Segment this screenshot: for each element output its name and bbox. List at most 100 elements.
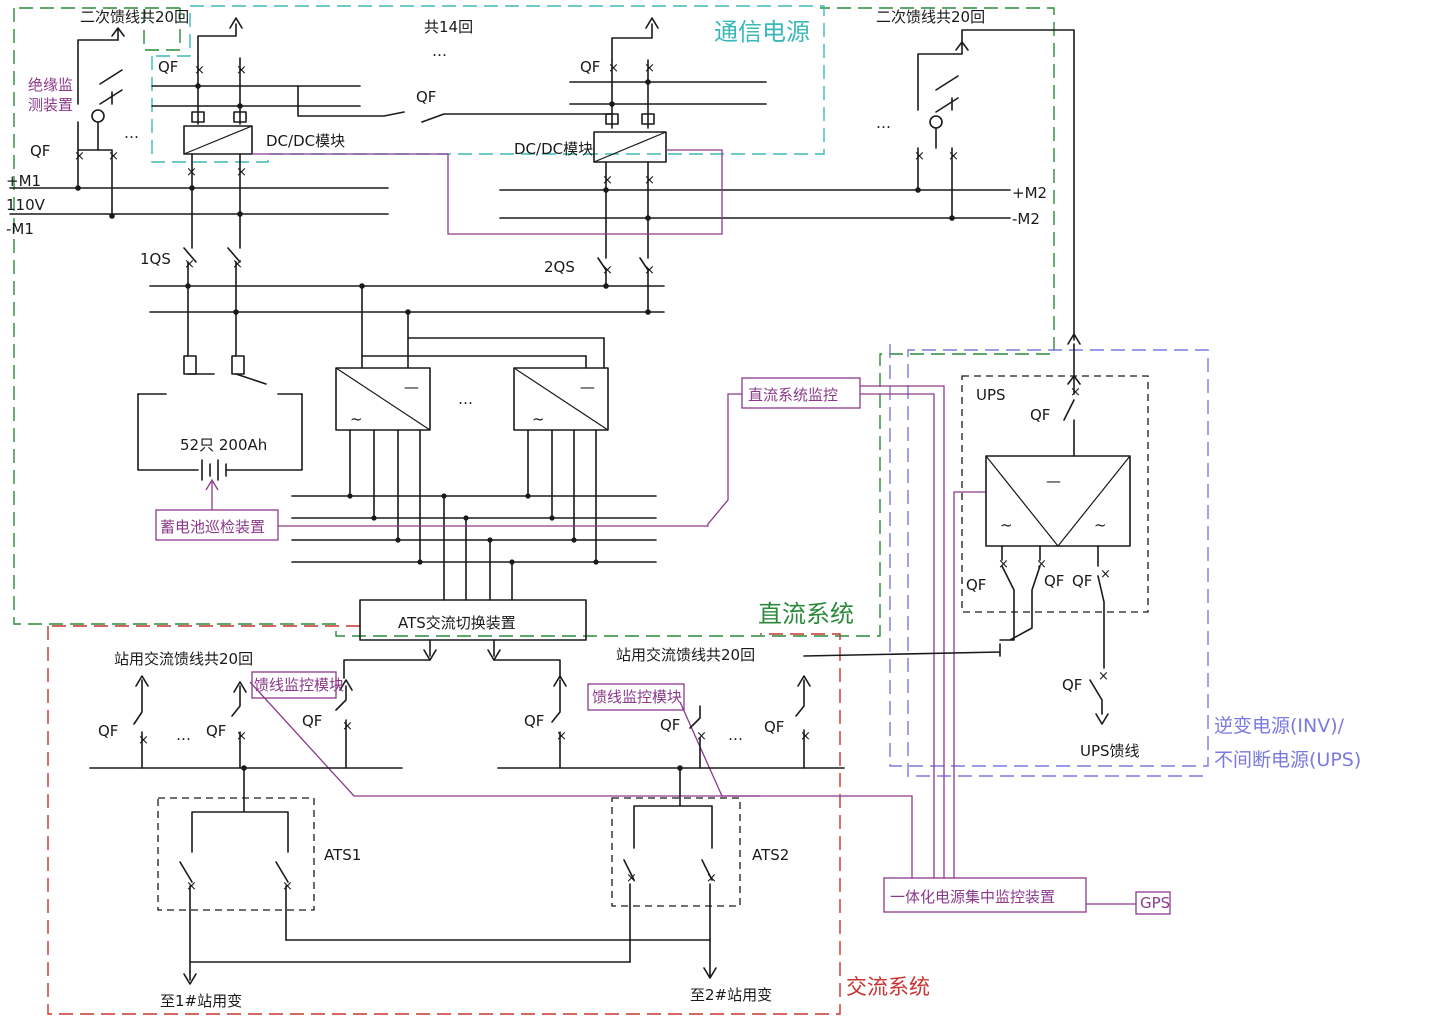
dcdc-module-right-group: [569, 17, 767, 259]
bus-label-neg-m2: -M2: [1012, 210, 1040, 228]
feeder-monitor-box-left: [251, 671, 337, 699]
dc-feeders-right: [917, 29, 1081, 379]
feeder-monitor-box-right: [587, 683, 685, 711]
svg-text:×: ×: [602, 173, 613, 188]
ellipsis-ac-left: …: [176, 726, 191, 744]
bus-label-110v: 110V: [6, 196, 46, 214]
svg-text:×: ×: [644, 61, 655, 76]
dcdc-label-left: DC/DC模块: [266, 132, 345, 150]
qs2-label: 2QS: [544, 258, 575, 276]
svg-text:×: ×: [342, 719, 353, 734]
svg-text:×: ×: [948, 149, 959, 164]
ellipsis-dc-left: …: [124, 124, 139, 142]
svg-text:×: ×: [236, 165, 247, 180]
battery-inspection-box: [155, 509, 279, 541]
battery-inspection-label: 蓄电池巡检装置: [160, 518, 265, 536]
inv-ups-title-2: 不间断电源(UPS): [1214, 749, 1361, 771]
qf-label-telecom-left: QF: [158, 58, 178, 76]
svg-text:×: ×: [998, 557, 1009, 572]
inv-ups-title-1: 逆变电源(INV)/: [1214, 715, 1345, 737]
qf-label-telecom-right: QF: [580, 58, 600, 76]
bus-label-pos-m1: +M1: [6, 172, 41, 190]
dc-system-border: [13, 7, 1055, 637]
svg-text:×: ×: [914, 149, 925, 164]
rectifier-2-ac: ~: [532, 410, 545, 428]
qf-label-ups-2: QF: [1044, 572, 1064, 590]
telecom-tie-line: [297, 85, 613, 123]
feeder-monitor-label-right: 馈线监控模块: [592, 688, 682, 706]
insulation-monitor-label-2: 测装置: [28, 96, 73, 114]
central-monitor-box: [883, 877, 1087, 913]
battery-inspection-arrow: [205, 478, 219, 510]
svg-text:×: ×: [644, 173, 655, 188]
dc-monitor-label: 直流系统监控: [748, 386, 838, 404]
ats2-label: ATS2: [752, 846, 789, 864]
ats2-box: [611, 797, 741, 907]
ac-input-buses: [291, 493, 657, 601]
qf-label-ac-r2: QF: [660, 716, 680, 734]
ac-system-title: 交流系统: [846, 975, 930, 999]
rectifier-1-dc: —: [404, 378, 419, 396]
ac-feeders-left: [89, 675, 403, 771]
svg-text:×: ×: [602, 263, 613, 278]
ups-border: [889, 344, 1209, 777]
qf-label-ups-out: QF: [1062, 676, 1082, 694]
feeder-monitor-label-left: 馈线监控模块: [254, 676, 344, 694]
svg-text:×: ×: [282, 879, 293, 894]
svg-text:×: ×: [696, 729, 707, 744]
qf-label-ac-l1: QF: [98, 722, 118, 740]
ellipsis-ac-right: …: [728, 726, 743, 744]
ats-device-label: ATS交流切换装置: [398, 614, 516, 632]
qf-label-ac-l3: QF: [302, 712, 322, 730]
ats-switch-device: [359, 599, 587, 641]
feeder-label-dc-right: 二次馈线共20回: [876, 8, 985, 26]
gps-box: [1135, 891, 1171, 915]
breaker-marks: ×× ×× ×× ×× ×× ×× ×× ×× × ××× × ××× ××× …: [74, 61, 1111, 894]
svg-text:×: ×: [236, 729, 247, 744]
dcdc-module-right: [593, 131, 667, 163]
switch-1qs: [183, 247, 241, 263]
qf-label-dc-left: QF: [30, 142, 50, 160]
switch-2qs: [597, 257, 649, 271]
svg-text:×: ×: [644, 263, 655, 278]
feeder-label-dc-left: 二次馈线共20回: [80, 8, 189, 26]
ups-inner-border: [961, 375, 1149, 613]
region-borders: [13, 5, 1209, 1015]
ac-system-border: [47, 625, 841, 1015]
dcdc-module-left: [183, 125, 253, 155]
rectifier-2-dc: —: [580, 378, 595, 396]
svg-text:×: ×: [800, 729, 811, 744]
ellipsis-dc-right: …: [876, 114, 891, 132]
dcdc-label-right: DC/DC模块: [514, 140, 593, 158]
rectifier-1-ac: ~: [350, 410, 363, 428]
svg-text:×: ×: [1070, 385, 1081, 400]
svg-text:×: ×: [186, 165, 197, 180]
rectifier-2: [513, 367, 609, 431]
qf-label-ups-in: QF: [1030, 406, 1050, 424]
battery-bank: [137, 355, 303, 481]
ups-feeder-label: UPS馈线: [1080, 742, 1140, 760]
qf-label-telecom-tie: QF: [416, 88, 436, 106]
svg-text:×: ×: [556, 729, 567, 744]
svg-text:×: ×: [706, 871, 717, 886]
svg-text:×: ×: [138, 733, 149, 748]
ats1-box: [157, 797, 315, 911]
monitoring-lines: [249, 149, 1136, 905]
qs1-label: 1QS: [140, 250, 171, 268]
svg-text:×: ×: [186, 879, 197, 894]
telecom-power-border: [151, 5, 825, 163]
rectifier-1: [335, 367, 431, 431]
svg-text:×: ×: [184, 257, 195, 272]
ups-ac-right: ~: [1094, 516, 1107, 534]
svg-text:×: ×: [1100, 567, 1111, 582]
ac-feeders-right: [497, 675, 845, 771]
svg-text:×: ×: [608, 61, 619, 76]
svg-text:×: ×: [626, 871, 637, 886]
to-transformer-2-label: 至2#站用变: [690, 986, 772, 1004]
ups-dc: —: [1046, 472, 1061, 490]
ats1-label: ATS1: [324, 846, 361, 864]
svg-text:×: ×: [194, 63, 205, 78]
rectifiers: — ~ — ~: [335, 285, 609, 563]
dc-monitor-box: [741, 377, 861, 409]
